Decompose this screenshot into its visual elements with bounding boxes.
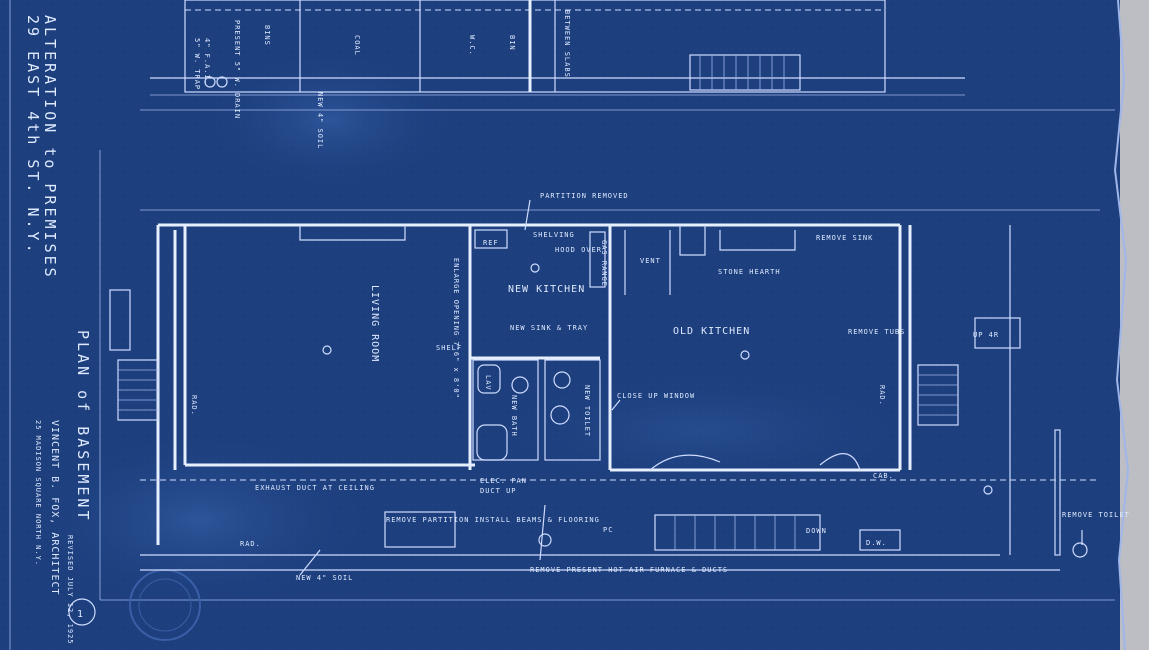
note-shelf: SHELF bbox=[436, 344, 462, 352]
note-remove-toilet: REMOVE TOILET bbox=[1062, 511, 1130, 519]
top-label-bins: BINS bbox=[263, 25, 271, 46]
note-new-sink-tray: NEW SINK & TRAY bbox=[510, 324, 588, 332]
sheet-title: PLAN of BASEMENT bbox=[74, 330, 92, 523]
note-remove-tubs: REMOVE TUBS bbox=[848, 328, 905, 336]
note-remove-sink: REMOVE SINK bbox=[816, 234, 873, 242]
title-block: ALTERATION to PREMISES 29 EAST 4th ST. N… bbox=[24, 15, 201, 645]
note-ref: REF bbox=[483, 239, 499, 247]
upper-plan-strip: 5" W. TRAP 4" F.A.I. PRESENT 5" W. DRAIN… bbox=[150, 0, 965, 149]
note-dw: D.W. bbox=[866, 539, 887, 547]
room-label-old-kitchen: OLD KITCHEN bbox=[673, 326, 750, 337]
note-rad-left: RAD. bbox=[190, 395, 198, 416]
note-remove-partition: REMOVE PARTITION INSTALL BEAMS & FLOORIN… bbox=[386, 516, 600, 524]
note-duct-up: DUCT UP bbox=[480, 487, 517, 495]
note-down: DOWN bbox=[806, 527, 827, 535]
top-label-fai: 4" F.A.I. bbox=[203, 38, 211, 85]
note-cab: CAB. bbox=[873, 472, 894, 480]
note-close-up-window: CLOSE UP WINDOW bbox=[617, 392, 695, 400]
note-elec-fan: ELEC. FAN bbox=[480, 477, 527, 485]
note-new-soil: NEW 4" SOIL bbox=[296, 574, 353, 582]
basement-plan bbox=[109, 199, 1100, 576]
room-label-living-room: LIVING ROOM bbox=[369, 285, 380, 362]
sheet-number: 1 bbox=[77, 609, 84, 620]
note-lav: LAV bbox=[484, 375, 492, 391]
note-up-4r: UP 4R bbox=[973, 331, 999, 339]
architect-address: 25 MADISON SQUARE NORTH N.Y. bbox=[34, 420, 42, 566]
note-rad-bottom: RAD. bbox=[240, 540, 261, 548]
project-title-line2: 29 EAST 4th ST. N.Y. bbox=[24, 15, 42, 256]
architect-name: VINCENT B. FOX, ARCHITECT bbox=[49, 420, 60, 596]
note-enlarge-opening: ENLARGE OPENING 7'6" x 8'0" bbox=[452, 258, 460, 399]
torn-paper-edge bbox=[1120, 0, 1149, 650]
note-partition-removed: PARTITION REMOVED bbox=[540, 192, 629, 200]
top-label-drain: PRESENT 5" W. DRAIN bbox=[233, 20, 241, 119]
note-rad-right: RAD. bbox=[878, 385, 886, 406]
sheet-number-circle bbox=[68, 598, 96, 626]
note-vent: VENT bbox=[640, 257, 661, 265]
room-label-new-kitchen: NEW KITCHEN bbox=[508, 284, 585, 295]
top-label-slabs: BETWEEN SLABS bbox=[563, 10, 571, 78]
note-exhaust-duct: EXHAUST DUCT AT CEILING bbox=[255, 484, 375, 492]
note-stone-hearth: STONE HEARTH bbox=[718, 268, 781, 276]
stain-mark bbox=[20, 430, 380, 610]
note-gas-range: GAS RANGE bbox=[600, 240, 608, 287]
note-shelving: SHELVING bbox=[533, 231, 575, 239]
top-label-trap: 5" W. TRAP bbox=[193, 38, 201, 90]
top-label-bin: BIN bbox=[508, 35, 516, 51]
top-label-coal: COAL bbox=[353, 35, 361, 56]
revision-note: REVISED JULY 12, 1925 bbox=[66, 535, 74, 645]
project-title-line1: ALTERATION to PREMISES bbox=[41, 15, 59, 280]
note-pc: PC bbox=[603, 526, 613, 534]
note-hood-over: HOOD OVER bbox=[555, 246, 602, 254]
top-label-soil: NEW 4" SOIL bbox=[316, 92, 324, 149]
room-label-new-bath: NEW BATH bbox=[510, 395, 518, 437]
room-label-new-toilet: NEW TOILET bbox=[583, 385, 591, 437]
top-label-wc: W.C. bbox=[468, 35, 476, 56]
note-remove-furnace: REMOVE PRESENT HOT AIR FURNACE & DUCTS bbox=[530, 566, 728, 574]
